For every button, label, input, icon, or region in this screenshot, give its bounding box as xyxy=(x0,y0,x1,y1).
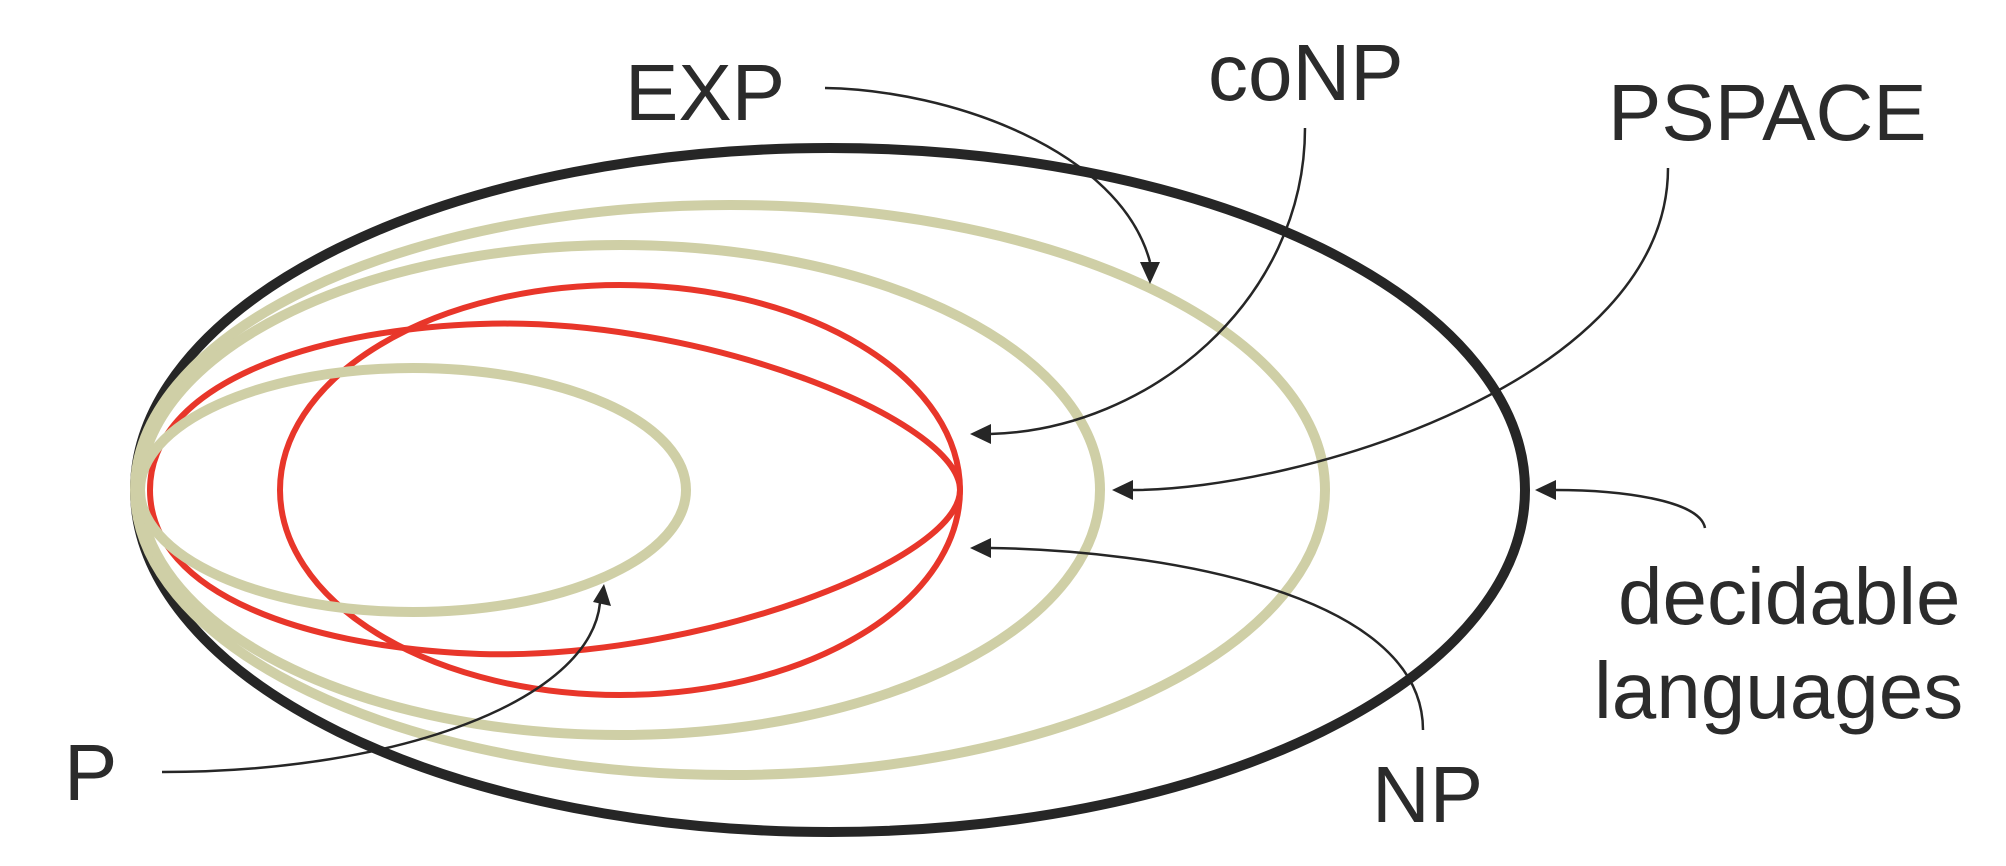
exp-label: EXP xyxy=(625,48,785,137)
p-label: P xyxy=(64,728,117,817)
np-label: NP xyxy=(1372,750,1483,839)
decidable-label-line1: decidable xyxy=(1618,552,1961,641)
p-pointer xyxy=(161,602,602,774)
decidable-label-line2: languages xyxy=(1594,646,1963,735)
np-ellipse xyxy=(277,282,963,698)
decidable-pointer xyxy=(1554,488,1707,529)
pspace-pointer xyxy=(1131,167,1670,492)
np-pointer xyxy=(989,546,1425,731)
p-arrowhead xyxy=(593,584,611,606)
decidable-languages-ellipse xyxy=(130,143,1530,837)
np-arrowhead xyxy=(970,538,991,558)
exp-pointer xyxy=(824,86,1152,263)
exp-arrowhead xyxy=(1140,262,1160,284)
pspace-ellipse xyxy=(135,240,1105,740)
conp-ellipse xyxy=(146,320,964,658)
pspace-label: PSPACE xyxy=(1608,68,1927,157)
decidable-arrowhead xyxy=(1535,480,1556,500)
conp-arrowhead xyxy=(970,424,991,444)
conp-pointer xyxy=(989,127,1307,436)
pspace-arrowhead xyxy=(1112,480,1133,500)
p-ellipse xyxy=(135,363,691,617)
conp-label: coNP xyxy=(1208,28,1404,117)
